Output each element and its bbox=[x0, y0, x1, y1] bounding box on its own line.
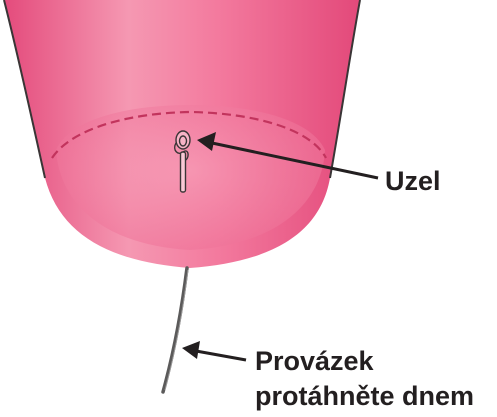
knot-label: Uzel bbox=[385, 166, 441, 196]
string-arrow bbox=[182, 341, 246, 360]
string bbox=[163, 268, 187, 392]
string-label-line1: Provázek bbox=[255, 346, 375, 376]
string-label-line2: protáhněte dnem bbox=[255, 381, 474, 411]
